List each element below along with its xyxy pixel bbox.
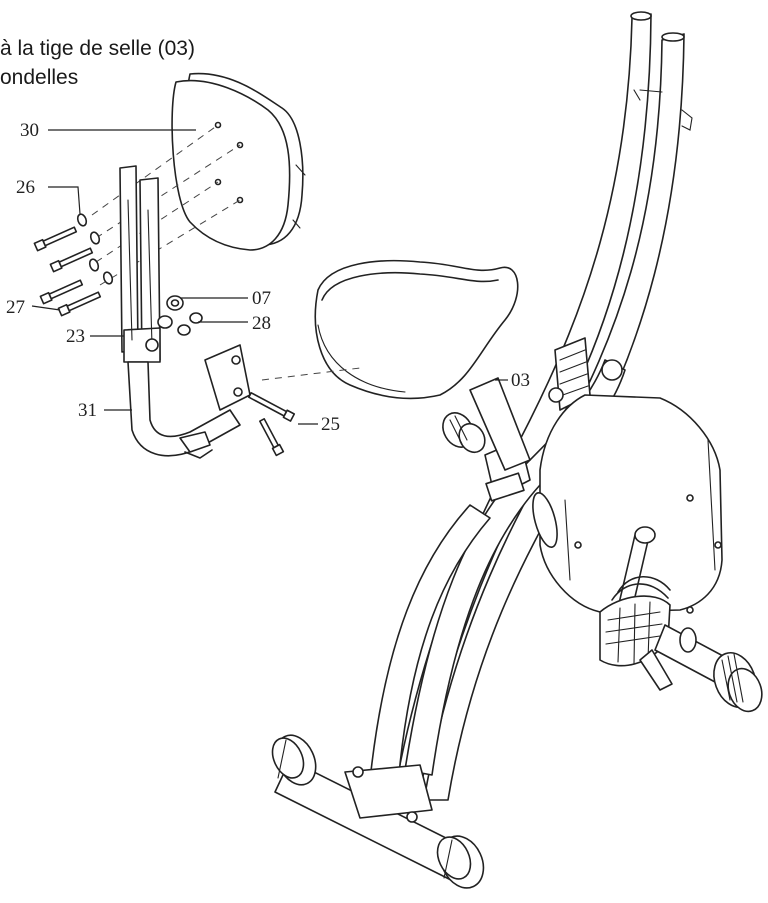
bike-frame — [271, 11, 763, 889]
callout-23: 23 — [66, 326, 85, 347]
backrest-bracket-part-23 — [119, 165, 161, 363]
bolts-part-25 — [248, 391, 296, 457]
callout-30: 30 — [20, 120, 39, 141]
nuts-part-07 — [157, 295, 184, 329]
bracket-arm-part-31 — [127, 344, 251, 459]
pedal-assembly — [599, 526, 673, 691]
rear-stabilizer-cap — [713, 652, 763, 713]
callout-27: 27 — [6, 297, 25, 318]
callout-07: 07 — [252, 288, 271, 309]
callout-labels: 30 26 27 23 07 28 03 31 25 — [6, 120, 530, 435]
washers-part-28 — [177, 312, 203, 336]
washers-part-26 — [76, 213, 114, 285]
backrest-part-30 — [171, 72, 306, 251]
callout-28: 28 — [252, 313, 271, 334]
seat-adjust-knob — [442, 412, 486, 454]
callout-03: 03 — [511, 370, 530, 391]
callout-26: 26 — [16, 177, 35, 198]
seat-part-03 — [314, 259, 531, 471]
callout-25: 25 — [321, 414, 340, 435]
front-stabilizer — [271, 734, 485, 889]
callout-31: 31 — [78, 400, 97, 421]
callout-leaders — [31, 129, 508, 425]
instruction-caption-line-2: ondelles — [0, 66, 79, 89]
instruction-caption-line-1: à la tige de selle (03) — [0, 37, 195, 60]
bolts-part-27 — [33, 226, 102, 317]
